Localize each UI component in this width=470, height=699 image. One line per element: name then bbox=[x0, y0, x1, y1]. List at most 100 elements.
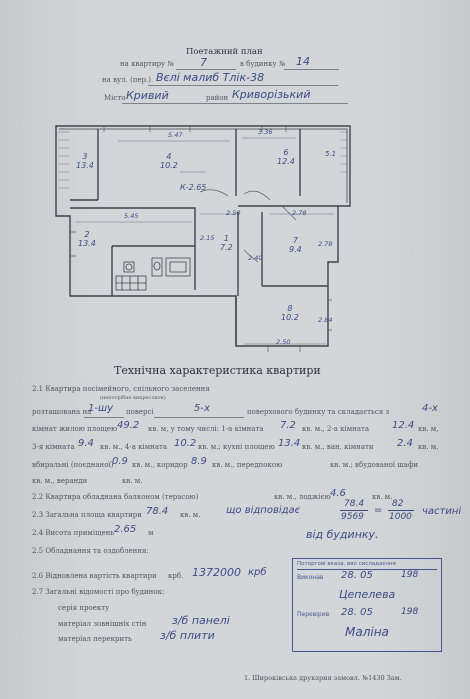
cost-value: 1372000 bbox=[192, 566, 241, 579]
underline bbox=[154, 417, 244, 418]
city-value: Кривий bbox=[126, 89, 169, 102]
cost-unit: крб bbox=[248, 567, 267, 578]
kitchen-label: кв. м.; кухні площею bbox=[198, 443, 275, 451]
fraction-eq: = bbox=[374, 505, 383, 516]
room3-area: 9.4 bbox=[78, 438, 94, 449]
dimension-label: 3.36 bbox=[258, 128, 273, 136]
rooms-count: 4-х bbox=[422, 403, 438, 414]
storeys-mid: поверхового будинку та складається з bbox=[247, 408, 390, 416]
room2-unit: кв. м, bbox=[418, 425, 439, 433]
fraction-num1: 78.4 bbox=[344, 499, 365, 509]
room1-area: 7.2 bbox=[280, 420, 296, 431]
series-label: серія проекту bbox=[58, 604, 110, 612]
bath-unit: кв. м, bbox=[418, 443, 439, 451]
total-label: 2.3 Загальна площа квартири bbox=[32, 511, 142, 519]
line-2-1: 2.1 Квартира посімейного, спільного засе… bbox=[32, 385, 210, 393]
total-unit: кв. м. bbox=[180, 511, 201, 519]
footer-print-line: 1. Широківська друкарня замовл. №1430 За… bbox=[244, 674, 402, 682]
stamp-checked-label: Перевірив bbox=[297, 611, 330, 618]
cost-unit-pre: крб. bbox=[168, 572, 184, 580]
living-mid: кв. м, у тому числі: 1-а кімната bbox=[148, 425, 264, 433]
underline bbox=[84, 417, 124, 418]
fraction-bar bbox=[388, 510, 414, 511]
city-label: Місто bbox=[104, 94, 126, 102]
building-note: від будинку. bbox=[306, 528, 379, 541]
wc-area: 0.9 bbox=[112, 456, 128, 467]
line-2-1-note: (непотрібне викреслити) bbox=[100, 395, 166, 401]
bath-label: кв. м., ван. кімнати bbox=[302, 443, 374, 451]
anteroom-unit: кв. м.; вбудованої шафи bbox=[330, 461, 419, 469]
district-label: район bbox=[206, 94, 229, 102]
fraction-text: що відповідає bbox=[226, 505, 301, 516]
stamp-year-1: 198 bbox=[401, 570, 419, 580]
balcony-line: 2.2 Квартира обладнана балконом (терасою… bbox=[32, 493, 199, 501]
corridor-area: 8.9 bbox=[191, 456, 207, 467]
bath-area: 2.4 bbox=[397, 438, 413, 449]
underline bbox=[176, 69, 236, 70]
dimension-label: 5.47 bbox=[168, 131, 183, 139]
stamp-date-2: 28. 05 bbox=[341, 607, 373, 618]
room4-area: 10.2 bbox=[174, 438, 197, 449]
street-value: Вєлі малиб Тлік-38 bbox=[156, 71, 265, 84]
stamp: Поторгові вказа. вво сисладаєння Виконав… bbox=[292, 558, 442, 652]
fraction-tail: частині bbox=[422, 506, 462, 517]
room2-label: кв. м., 2-а кімната bbox=[302, 425, 370, 433]
plan-title: Поетажний план bbox=[186, 47, 263, 57]
ceil-value: з/б плити bbox=[160, 629, 215, 642]
loggia-area: 4.6 bbox=[330, 488, 346, 499]
veranda-line: кв. м., веранди bbox=[32, 477, 88, 485]
dimension-label: 2.50 bbox=[226, 209, 241, 217]
walls-value: з/б панелі bbox=[172, 614, 230, 627]
veranda-unit: кв. м. bbox=[122, 477, 143, 485]
floor-value: 1-шу bbox=[88, 403, 114, 414]
dimension-label: 2.78 bbox=[292, 209, 307, 217]
room3-label: 3-я кімната bbox=[32, 443, 75, 451]
general-label: 2.7 Загальні відомості про будинок: bbox=[32, 588, 165, 596]
height-unit: м bbox=[148, 529, 154, 537]
corridor-label-text: кв. м., коридор bbox=[132, 461, 188, 469]
room-5-label: 5.1 bbox=[325, 150, 337, 158]
dimension-label: 2.78 bbox=[318, 240, 333, 248]
room2-area: 12.4 bbox=[392, 420, 415, 431]
stamp-signer-1: Цепелева bbox=[339, 588, 396, 601]
storeys-value: 5-х bbox=[194, 403, 210, 414]
ceil-label: матеріал перекрить bbox=[58, 635, 132, 643]
district-value: Криворізький bbox=[232, 88, 311, 101]
apartment-label: на квартиру № bbox=[120, 60, 175, 68]
balcony-unit: кв. м., лоджією bbox=[274, 493, 331, 501]
street-label: на вул. (пер.) bbox=[102, 76, 151, 84]
fraction-num2: 82 bbox=[392, 499, 404, 509]
height-value: 2.65 bbox=[114, 524, 137, 535]
dimension-label: 2.50 bbox=[276, 338, 291, 346]
wc-label: вбиральні (поєднаної) bbox=[32, 461, 114, 469]
dimension-label: 5.45 bbox=[124, 212, 139, 220]
kitchen-area: 13.4 bbox=[278, 438, 301, 449]
underline bbox=[284, 69, 339, 70]
loggia-unit: кв. м. bbox=[372, 493, 393, 501]
stamp-header: Поторгові вказа. вво сисладаєння bbox=[297, 561, 396, 567]
living-label: кімнат жилою площею bbox=[32, 425, 118, 433]
walls-label: матеріал зовнішніх стін bbox=[58, 620, 147, 628]
stamp-executed-label: Виконав bbox=[297, 574, 324, 581]
stamp-year-2: 198 bbox=[401, 607, 419, 617]
dimension-label: 2.84 bbox=[318, 316, 333, 324]
stamp-signer-2: Маліна bbox=[345, 625, 389, 639]
stamp-divider bbox=[297, 569, 437, 570]
total-area: 78.4 bbox=[146, 506, 169, 517]
dimension-label: 2.15 bbox=[200, 234, 215, 242]
dimension-label: 2.40 bbox=[248, 254, 263, 262]
living-area: 49.2 bbox=[117, 420, 140, 431]
fraction-den2: 1000 bbox=[389, 512, 412, 522]
height-label: 2.4 Висота приміщень bbox=[32, 529, 115, 537]
house-label: в будинку № bbox=[240, 60, 286, 68]
anteroom-label: кв. м., передпокою bbox=[212, 461, 283, 469]
room4-label: кв. м., 4-а кімната bbox=[100, 443, 168, 451]
underline bbox=[148, 85, 338, 86]
fraction-den1: 9569 bbox=[341, 512, 364, 522]
